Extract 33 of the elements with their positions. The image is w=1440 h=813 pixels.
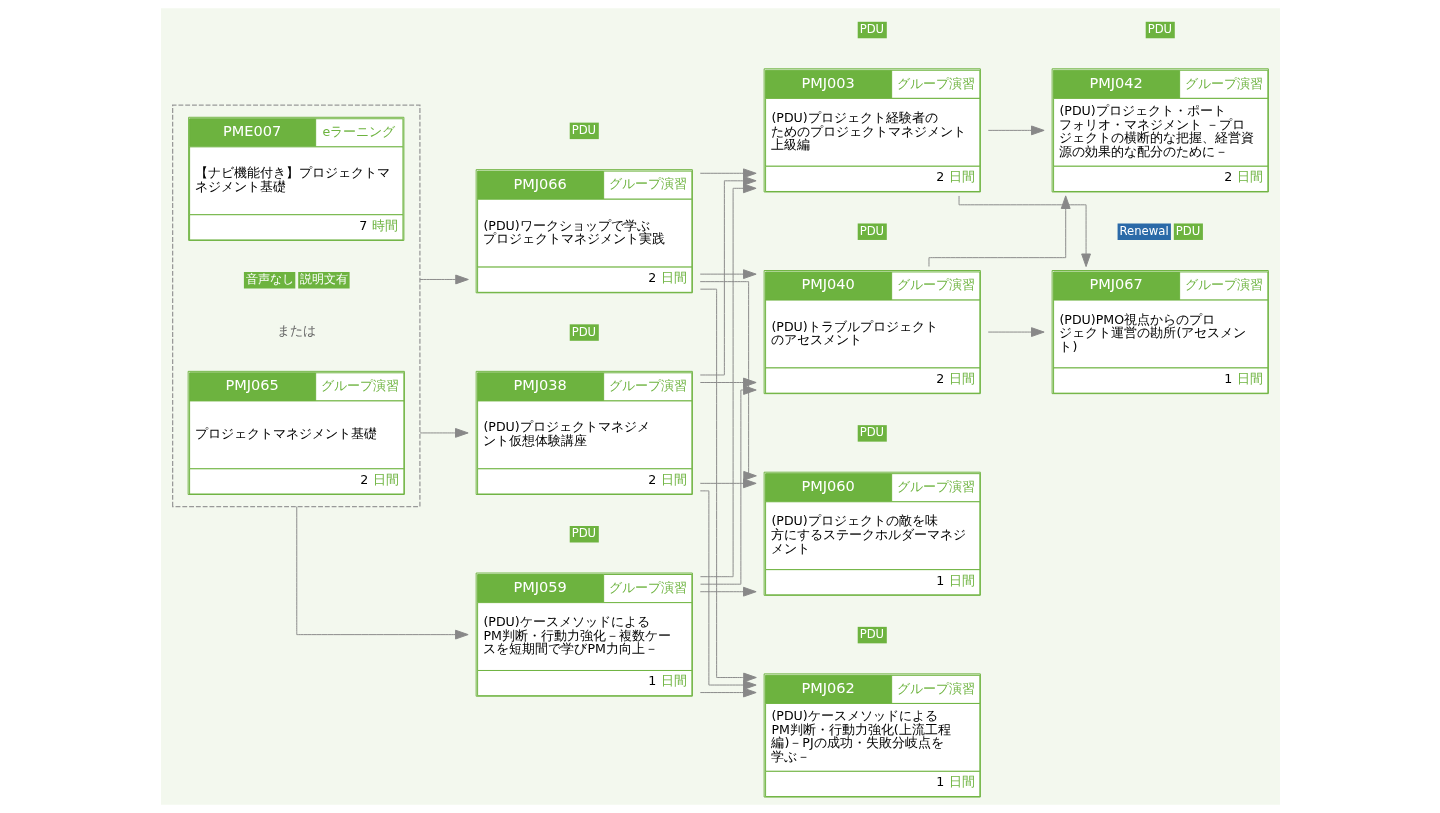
node-label: PDU (859, 425, 884, 440)
node-label: 説明文有 (299, 272, 348, 287)
label: または (276, 323, 316, 339)
node-label: PDU (1175, 223, 1200, 238)
arrow (699, 281, 757, 481)
arrow (699, 385, 757, 585)
arrow (699, 490, 757, 690)
node-label: PDU (859, 627, 884, 642)
node-label: PDU (571, 526, 596, 541)
arrow (699, 478, 757, 489)
node-label: PDU (1147, 22, 1172, 37)
cluster (171, 104, 421, 508)
arrow (987, 327, 1045, 337)
arrow (699, 288, 757, 683)
node-label: PDU (571, 324, 596, 339)
arrow (987, 125, 1045, 136)
node-label: PDU (859, 223, 884, 238)
arrow (699, 687, 757, 698)
node-label: PDU (859, 22, 884, 37)
arrow (928, 195, 1071, 267)
node-label: Renewal (1119, 223, 1169, 238)
arrow (958, 195, 1091, 268)
arrow (418, 274, 469, 285)
arrow (418, 428, 469, 438)
arrow (699, 586, 757, 597)
arrow (699, 168, 757, 179)
arrow (295, 506, 469, 640)
arrow (699, 269, 757, 280)
arrow (699, 183, 757, 578)
arrow (699, 175, 757, 376)
node-label: 音声なし (245, 272, 294, 287)
arrow (699, 377, 757, 388)
node-label: PDU (571, 122, 596, 137)
